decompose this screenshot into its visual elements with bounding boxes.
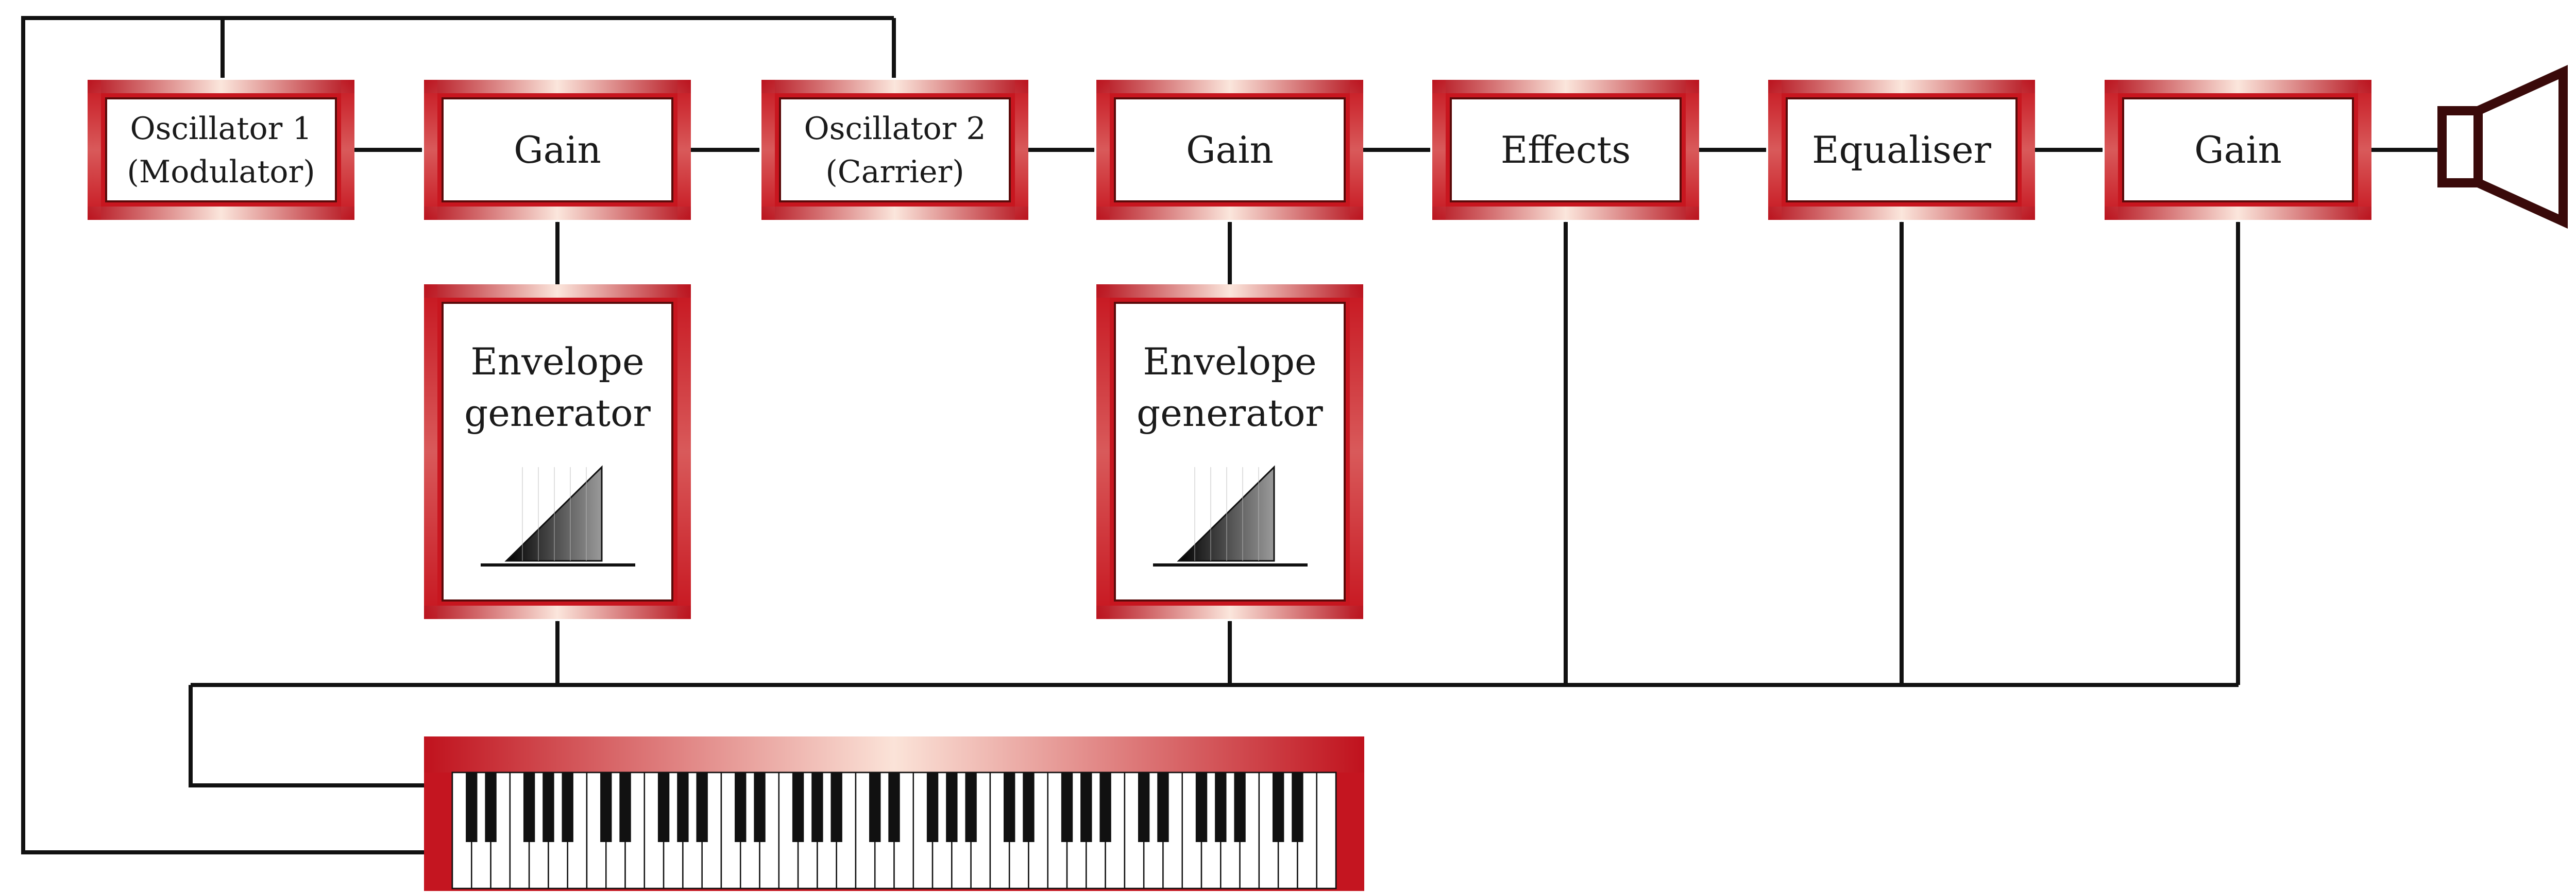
black-key[interactable] — [1138, 773, 1150, 842]
black-key[interactable] — [792, 773, 804, 842]
block-gain3: Gain — [2105, 80, 2371, 220]
black-key[interactable] — [562, 773, 573, 842]
block-label: generator — [1137, 391, 1323, 435]
black-key[interactable] — [523, 773, 535, 842]
black-key[interactable] — [926, 773, 939, 842]
black-key[interactable] — [1080, 773, 1092, 842]
black-key[interactable] — [754, 773, 766, 842]
block-label: Envelope — [1143, 340, 1316, 383]
black-key[interactable] — [1099, 773, 1111, 842]
black-key[interactable] — [869, 773, 881, 842]
black-key[interactable] — [1272, 773, 1284, 842]
black-key[interactable] — [1215, 773, 1227, 842]
block-label: (Modulator) — [127, 154, 315, 190]
black-key[interactable] — [1234, 773, 1246, 842]
black-key[interactable] — [1195, 773, 1208, 842]
black-key[interactable] — [831, 773, 842, 842]
black-key[interactable] — [677, 773, 689, 842]
black-key[interactable] — [1292, 773, 1303, 842]
black-key[interactable] — [888, 773, 900, 842]
envelope-env1: Envelope generator — [424, 284, 691, 619]
block-label: Gain — [514, 128, 601, 171]
white-key[interactable] — [1316, 771, 1337, 889]
speaker-icon — [2437, 65, 2568, 229]
block-label: generator — [464, 391, 651, 435]
black-key[interactable] — [1004, 773, 1015, 842]
keyboard-to-bus — [189, 685, 424, 787]
black-key[interactable] — [696, 773, 708, 842]
block-label: Gain — [2194, 128, 2282, 171]
block-label: Oscillator 1 — [130, 111, 312, 147]
black-key[interactable] — [466, 773, 478, 842]
black-key[interactable] — [600, 773, 612, 842]
block-label: Gain — [1186, 128, 1274, 171]
processing-blocks: Oscillator 1 (Modulator) Gain Oscillator 2 (… — [88, 80, 2371, 220]
black-key[interactable] — [1061, 773, 1073, 842]
pitch-line — [21, 16, 894, 854]
block-gain2: Gain — [1096, 80, 1363, 220]
black-key[interactable] — [811, 773, 823, 842]
block-label: Oscillator 2 — [804, 111, 986, 147]
black-key[interactable] — [946, 773, 958, 842]
block-gain1: Gain — [424, 80, 691, 220]
block-equaliser: Equaliser — [1768, 80, 2035, 220]
black-key[interactable] — [735, 773, 747, 842]
block-label: (Carrier) — [825, 154, 964, 190]
black-key[interactable] — [619, 773, 631, 842]
black-key[interactable] — [1157, 773, 1169, 842]
black-key[interactable] — [485, 773, 497, 842]
black-key[interactable] — [543, 773, 554, 842]
block-effects: Effects — [1432, 80, 1699, 220]
black-key[interactable] — [657, 773, 670, 842]
signal-wires — [21, 16, 2438, 854]
black-key[interactable] — [1023, 773, 1035, 842]
black-key[interactable] — [965, 773, 977, 842]
envelope-generators: Envelope generator Envelope generator — [424, 284, 1363, 619]
keyboard — [424, 736, 1364, 891]
block-osc2: Oscillator 2 (Carrier) — [761, 80, 1028, 220]
block-label: Envelope — [470, 340, 644, 383]
envelope-env2: Envelope generator — [1096, 284, 1363, 619]
envelope-ramp-icon — [1153, 465, 1308, 567]
envelope-ramp-icon — [481, 465, 635, 567]
block-label: Equaliser — [1812, 128, 1992, 171]
block-label: Effects — [1501, 128, 1631, 171]
block-osc1: Oscillator 1 (Modulator) — [88, 80, 354, 220]
